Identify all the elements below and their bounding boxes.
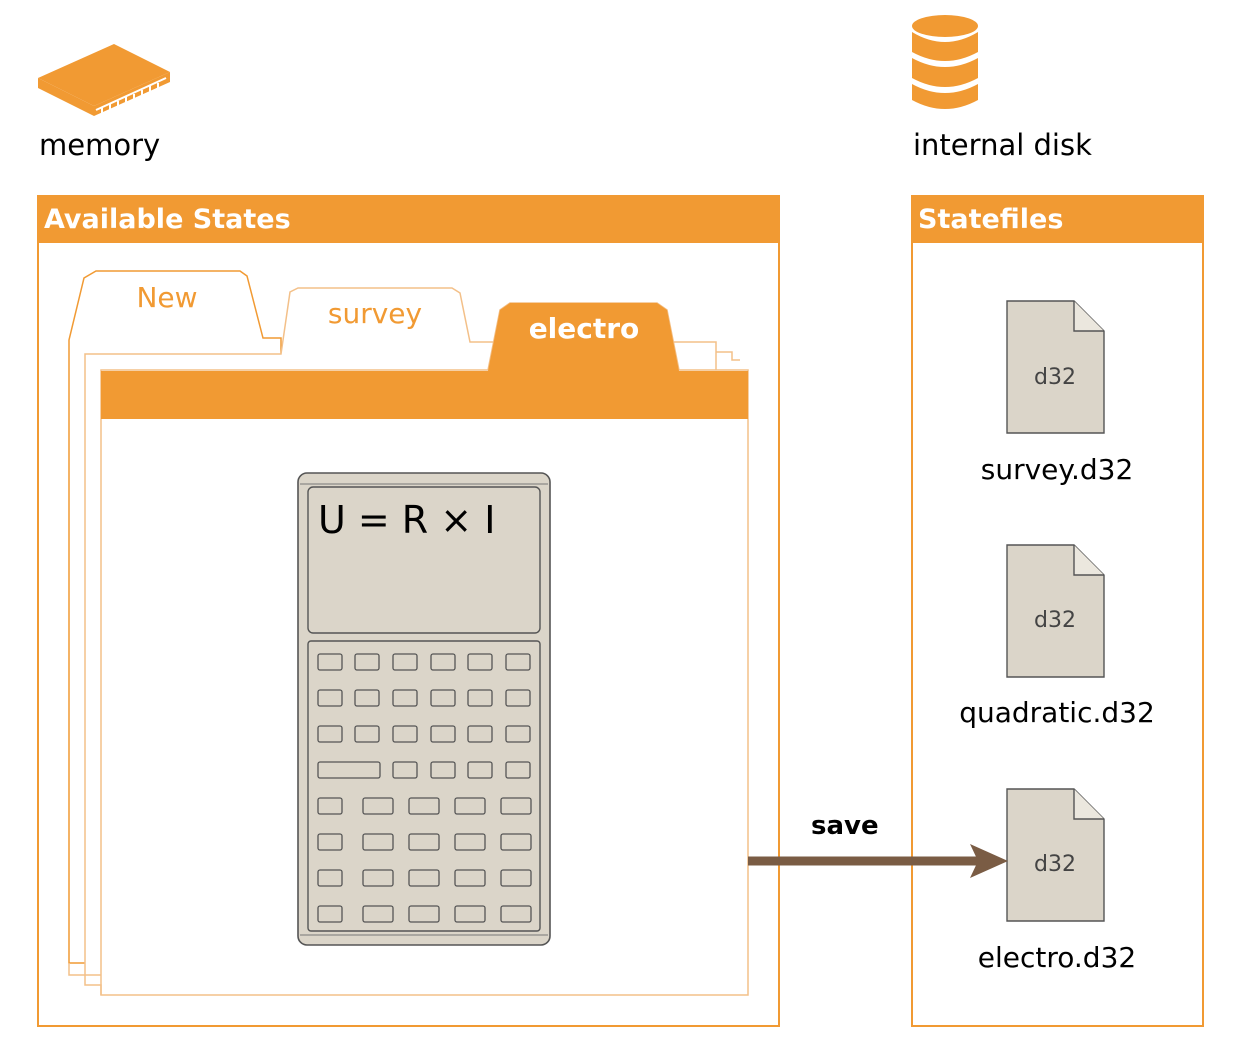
file-name-survey[interactable]: survey.d32 — [980, 453, 1134, 486]
internal-disk-label: internal disk — [913, 128, 1092, 162]
file-icon[interactable]: d32 — [1006, 300, 1106, 436]
file-ext: d32 — [1034, 365, 1076, 390]
calculator-formula: U = R × I — [318, 498, 495, 542]
database-icon — [912, 15, 978, 109]
memory-chip-icon — [38, 44, 170, 116]
tab-electro[interactable]: electro — [528, 312, 640, 345]
file-name-electro[interactable]: electro.d32 — [977, 941, 1137, 974]
file-name-quadratic[interactable]: quadratic.d32 — [959, 696, 1155, 729]
file-ext: d32 — [1034, 852, 1076, 877]
calculator-illustration: U = R × I — [297, 472, 551, 946]
tab-survey[interactable]: survey — [327, 297, 423, 330]
file-icon[interactable]: d32 — [1006, 788, 1106, 924]
save-label: save — [811, 811, 879, 841]
available-states-title: Available States — [39, 197, 778, 243]
memory-label: memory — [39, 128, 161, 162]
statefiles-title: Statefiles — [913, 197, 1202, 243]
tab-new[interactable]: New — [136, 281, 198, 314]
file-ext: d32 — [1034, 608, 1076, 633]
file-icon[interactable]: d32 — [1006, 544, 1106, 680]
